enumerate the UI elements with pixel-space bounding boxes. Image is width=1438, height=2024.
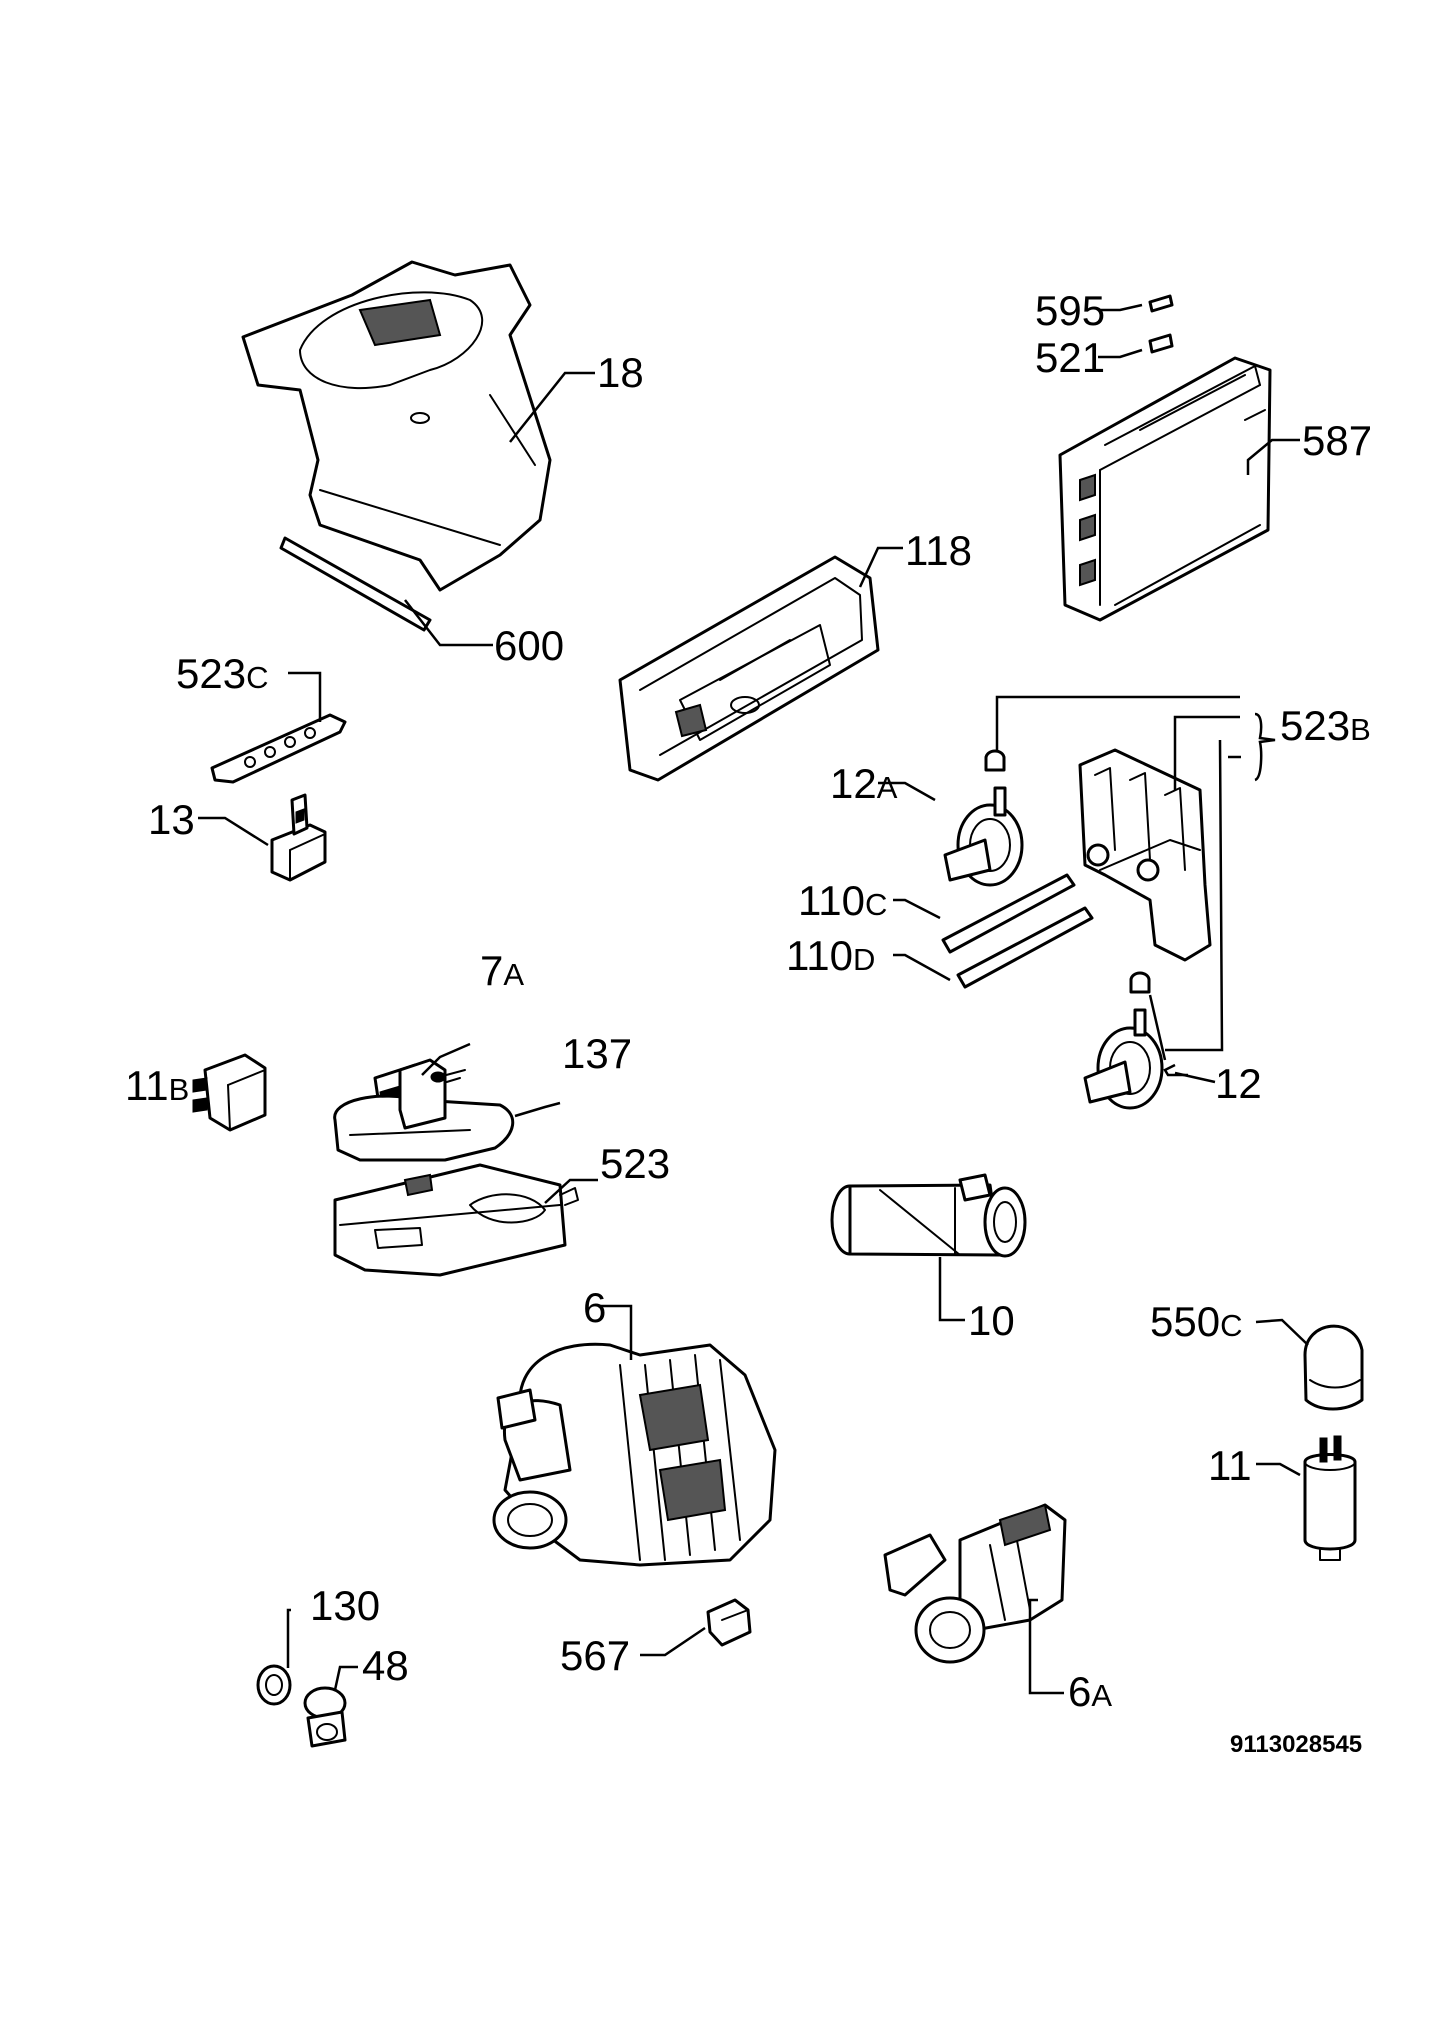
drawing-code: 9113028545 — [1230, 1731, 1362, 1758]
label-567: 567 — [560, 1632, 630, 1679]
part-10-heater — [830, 1173, 1027, 1258]
part-6a-drain-pump — [883, 1503, 1067, 1664]
label-18: 18 — [597, 349, 644, 396]
part-12-pressure-switch — [1083, 1008, 1164, 1110]
part-11-capacitor — [1303, 1435, 1357, 1561]
label-11: 11 — [1208, 1442, 1252, 1489]
label-13: 13 — [148, 796, 195, 843]
part-130-seal-ring — [256, 1664, 292, 1706]
part-18-duct-cover — [241, 260, 552, 592]
label-110c: 110C — [798, 877, 887, 924]
part-6-circulation-pump — [492, 1342, 777, 1567]
part-110d-hose — [956, 906, 1094, 989]
label-587: 587 — [1302, 417, 1372, 464]
part-12a-pressure-switch — [943, 786, 1024, 887]
label-600: 600 — [494, 622, 564, 669]
leader-lines — [198, 303, 1309, 1695]
label-118: 118 — [905, 527, 972, 574]
part-523b-cap-upper — [984, 749, 1006, 772]
part-567-clip — [706, 1598, 752, 1647]
part-110c-hose — [941, 873, 1076, 954]
label-48: 48 — [362, 1642, 409, 1689]
label-6a: 6A — [1068, 1668, 1112, 1715]
part-48-plug — [303, 1686, 347, 1748]
part-523b-bracket-assembly — [1078, 748, 1212, 962]
label-523: 523 — [600, 1140, 670, 1187]
part-523b-cap-lower — [1129, 971, 1151, 994]
label-12: 12 — [1215, 1060, 1262, 1107]
label-137: 137 — [562, 1030, 632, 1077]
label-11b: 11B — [125, 1062, 189, 1109]
label-12a: 12A — [830, 760, 898, 807]
part-11b-relay — [192, 1053, 267, 1132]
label-595: 595 — [1035, 287, 1105, 334]
label-523b: 523B — [1280, 702, 1371, 749]
part-595-small-fuse — [1148, 294, 1174, 313]
part-550c-cap — [1303, 1324, 1364, 1411]
label-110d: 110D — [786, 932, 875, 979]
part-13-switch — [270, 793, 327, 882]
label-7a: 7A — [480, 947, 524, 994]
part-521-small-fuse — [1148, 333, 1174, 354]
label-10: 10 — [968, 1297, 1015, 1344]
label-130: 130 — [310, 1582, 380, 1629]
part-118-detergent-dispenser — [618, 555, 880, 782]
label-521: 521 — [1035, 334, 1105, 381]
part-137-cover — [333, 1058, 515, 1162]
part-labels: 18 600 118 595 521 587 523C 523B 13 12A … — [125, 287, 1372, 1758]
label-6: 6 — [583, 1284, 606, 1331]
part-523-base — [333, 1163, 579, 1277]
part-587-electronic-module — [1058, 356, 1272, 622]
label-550c: 550C — [1150, 1298, 1242, 1345]
label-523c: 523C — [176, 650, 268, 697]
part-600-sealing-strip — [279, 536, 432, 632]
part-523c-bracket — [210, 713, 347, 784]
